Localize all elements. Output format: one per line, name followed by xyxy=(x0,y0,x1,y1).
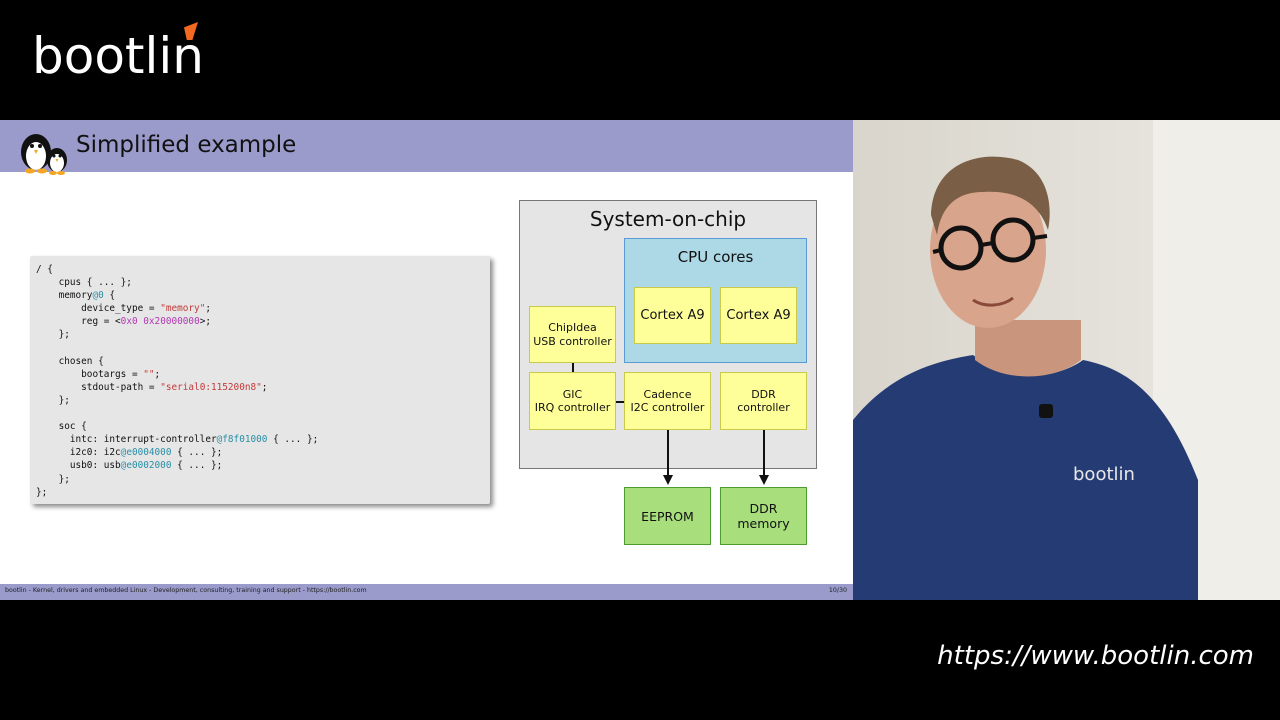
presenter-video: bootlin xyxy=(853,120,1280,600)
presenter-figure xyxy=(853,156,1198,600)
gic-i2c-link xyxy=(616,401,624,403)
soc-diagram: System-on-chip CPU cores Cortex A9 Corte… xyxy=(0,120,853,584)
ddr-memory-line xyxy=(763,430,765,476)
core-0: Cortex A9 xyxy=(634,287,711,344)
bootlin-logo: bootlin xyxy=(32,27,204,85)
usb-gic-link xyxy=(572,363,574,372)
core-1: Cortex A9 xyxy=(720,287,797,344)
arrow-down-icon xyxy=(663,475,673,485)
eeprom-block: EEPROM xyxy=(624,487,711,545)
slide-header: Simplified example xyxy=(0,120,853,175)
soc-title: System-on-chip xyxy=(589,207,747,231)
arrow-down-icon xyxy=(759,475,769,485)
code-line-memory: memory@0 { xyxy=(36,290,116,302)
page-number: 10/30 xyxy=(828,587,847,594)
i2c-eeprom-line xyxy=(667,430,669,476)
cpu-title: CPU cores xyxy=(677,248,754,266)
shirt-logo: bootlin xyxy=(1073,464,1135,485)
slide-footer: bootlin - Kernel, drivers and embedded L… xyxy=(0,584,853,600)
penguins-icon xyxy=(21,134,67,175)
slide-title: Simplified example xyxy=(76,132,297,158)
footer-text: bootlin - Kernel, drivers and embedded L… xyxy=(5,587,367,594)
code-listing: / { cpus { ... }; memory@0 { device_type… xyxy=(30,256,490,504)
website-url: https://www.bootlin.com xyxy=(937,641,1254,671)
device-tree-code: / { cpus { ... }; memory@0 { device_type… xyxy=(36,264,319,498)
